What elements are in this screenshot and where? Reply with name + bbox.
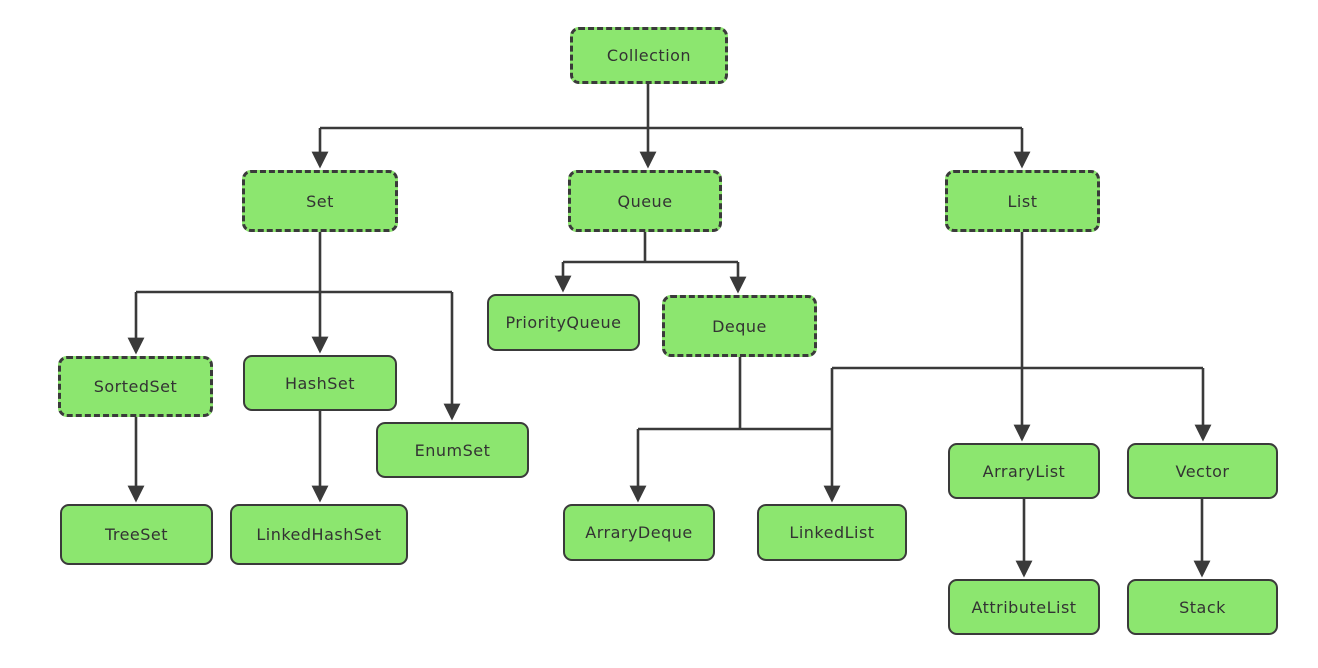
node-arrarylist: ArraryList [948, 443, 1100, 499]
node-treeset: TreeSet [60, 504, 213, 565]
node-attributelist: AttributeList [948, 579, 1100, 635]
node-queue: Queue [568, 170, 722, 232]
node-linkedhashset: LinkedHashSet [230, 504, 408, 565]
edge-queue-bus [563, 232, 738, 264]
node-hashset: HashSet [243, 355, 397, 411]
node-sortedset: SortedSet [58, 356, 213, 417]
edge-deque-drop [638, 357, 832, 431]
node-collection: Collection [570, 27, 728, 84]
node-enumset: EnumSet [376, 422, 529, 478]
node-stack: Stack [1127, 579, 1278, 635]
node-arrarydeque: ArraryDeque [563, 504, 715, 561]
node-set: Set [242, 170, 398, 232]
node-deque: Deque [662, 295, 817, 357]
node-vector: Vector [1127, 443, 1278, 499]
node-list: List [945, 170, 1100, 232]
node-linkedlist: LinkedList [757, 504, 907, 561]
node-priorityqueue: PriorityQueue [487, 294, 640, 351]
